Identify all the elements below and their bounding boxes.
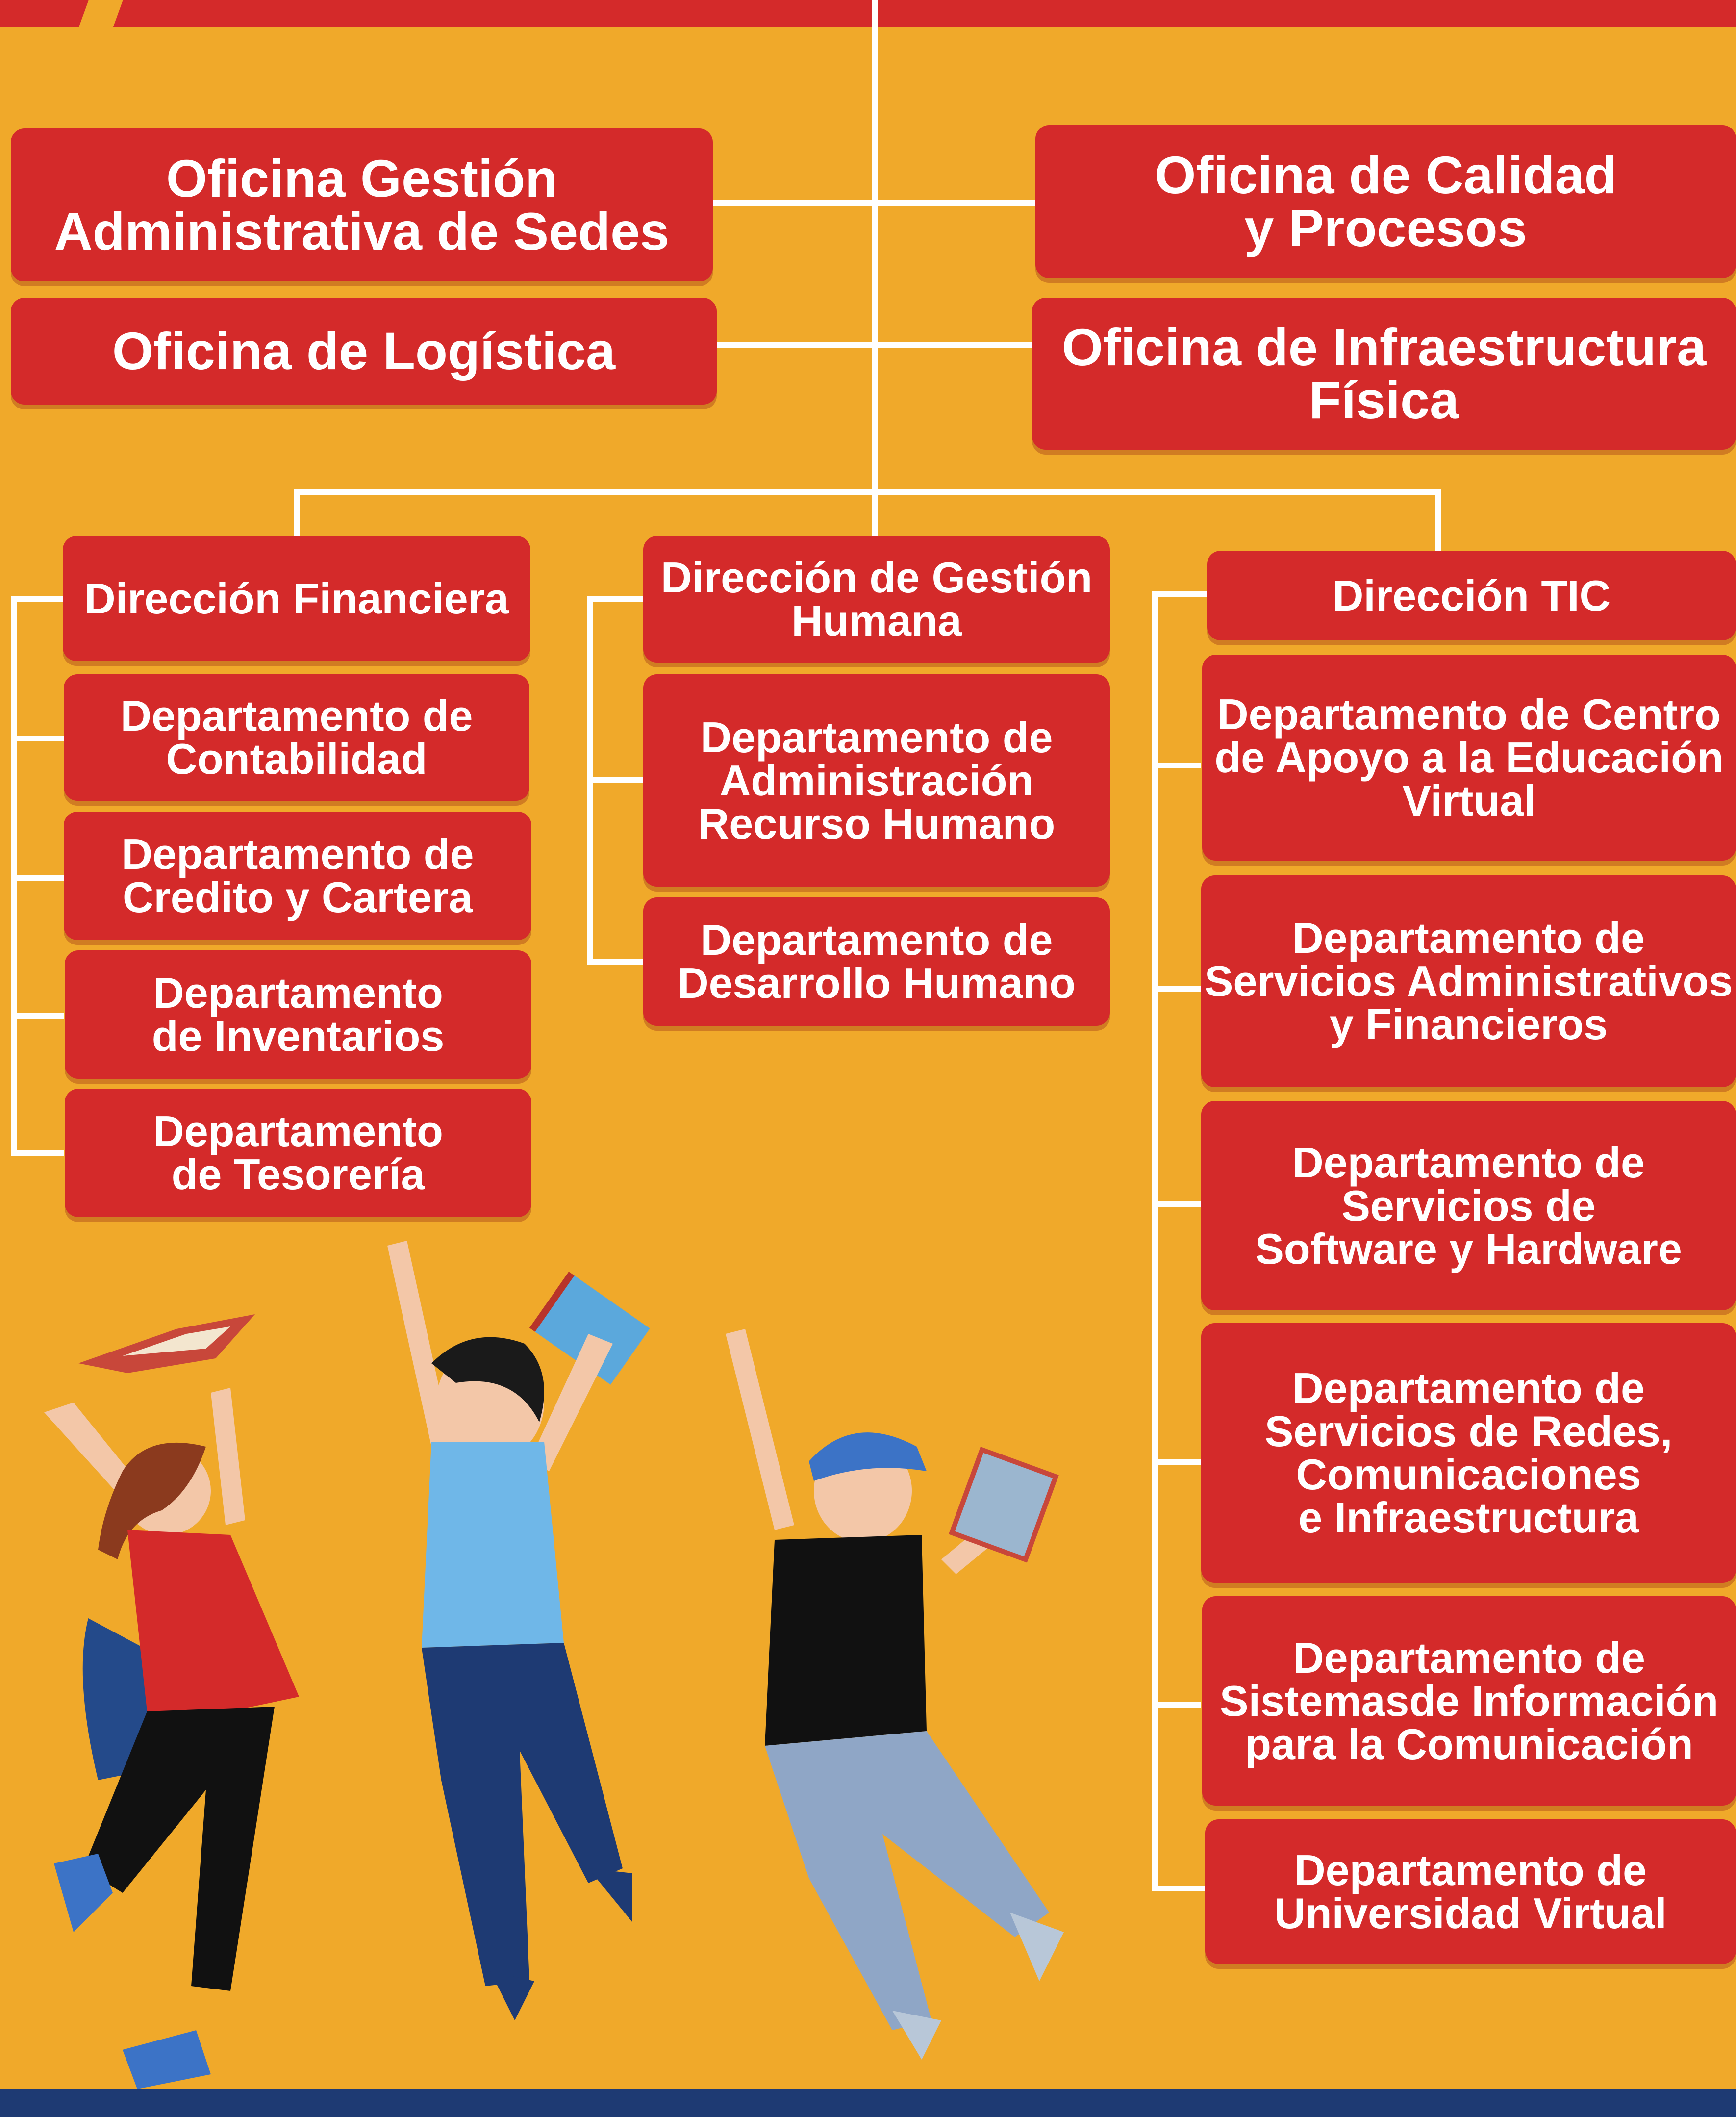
directions-bar [294, 489, 1441, 495]
connector-logistica [716, 342, 878, 348]
financiera-dept-inventarios: Departamento de Inventarios [65, 950, 531, 1079]
jumping-students-illustration [44, 1241, 1064, 2089]
tic-dept-centro-apoyo: Departamento de Centro de Apoyo a la Edu… [1202, 655, 1736, 861]
tic-dept-software-hardware: Departamento de Servicios de Software y … [1201, 1101, 1736, 1310]
tic-tick-5 [1152, 1459, 1201, 1465]
tic-tick-1 [1152, 591, 1208, 597]
drop-tic [1435, 489, 1441, 553]
tic-bracket-vertical [1152, 591, 1158, 1888]
drop-humana [872, 489, 878, 538]
tic-dept-redes: Departamento de Servicios de Redes, Comu… [1201, 1323, 1736, 1583]
tic-tick-3 [1152, 986, 1201, 992]
humana-dept-administracion: Departamento de Administración Recurso H… [643, 674, 1110, 887]
humana-tick-2 [587, 777, 644, 783]
financiera-dept-tesoreria: Departamento de Tesorería [65, 1089, 531, 1217]
financiera-tick-4 [11, 1013, 64, 1019]
humana-tick-3 [587, 959, 644, 965]
tic-dept-servicios-administrativos: Departamento de Servicios Administrativo… [1201, 875, 1736, 1087]
office-logistica: Oficina de Logística [11, 298, 717, 405]
connector-infraestructura [872, 342, 1038, 348]
student-blue-shirt [387, 1241, 632, 2020]
connector-calidad [872, 200, 1038, 206]
financiera-tick-2 [11, 736, 64, 741]
office-calidad: Oficina de Calidad y Procesos [1035, 125, 1736, 278]
office-gestion-sedes: Oficina Gestión Administrativa de Sedes [11, 128, 713, 281]
tic-tick-2 [1152, 763, 1201, 768]
financiera-tick-5 [11, 1150, 64, 1156]
office-infraestructura: Oficina de Infraestructura Física [1032, 298, 1736, 450]
humana-dept-desarrollo: Departamento de Desarrollo Humano [643, 897, 1110, 1026]
tic-dept-universidad-virtual: Departamento de Universidad Virtual [1205, 1819, 1736, 1964]
tic-tick-6 [1152, 1702, 1201, 1708]
humana-tick-1 [587, 596, 644, 602]
direccion-tic: Dirección TIC [1207, 551, 1736, 640]
direccion-financiera: Dirección Financiera [63, 536, 530, 661]
top-banner [0, 0, 1736, 27]
tic-tick-4 [1152, 1201, 1201, 1207]
financiera-tick-3 [11, 875, 64, 881]
bottom-band [0, 2089, 1736, 2117]
flying-book-middle [529, 1272, 650, 1385]
tic-tick-7 [1152, 1886, 1206, 1891]
student-cap [726, 1329, 1064, 2060]
main-trunk-line [872, 0, 878, 495]
drop-financiera [294, 489, 300, 538]
financiera-dept-credito: Departamento de Credito y Cartera [64, 812, 531, 940]
held-book [949, 1447, 1059, 1563]
connector-gestion-sedes [711, 200, 878, 206]
financiera-dept-contabilidad: Departamento de Contabilidad [64, 674, 529, 801]
direccion-gestion-humana: Dirección de Gestión Humana [643, 536, 1110, 663]
tic-dept-sistemas-informacion: Departamento de Sistemasde Información p… [1202, 1596, 1736, 1806]
student-red-shirt [44, 1388, 299, 2089]
financiera-tick-1 [11, 596, 64, 602]
